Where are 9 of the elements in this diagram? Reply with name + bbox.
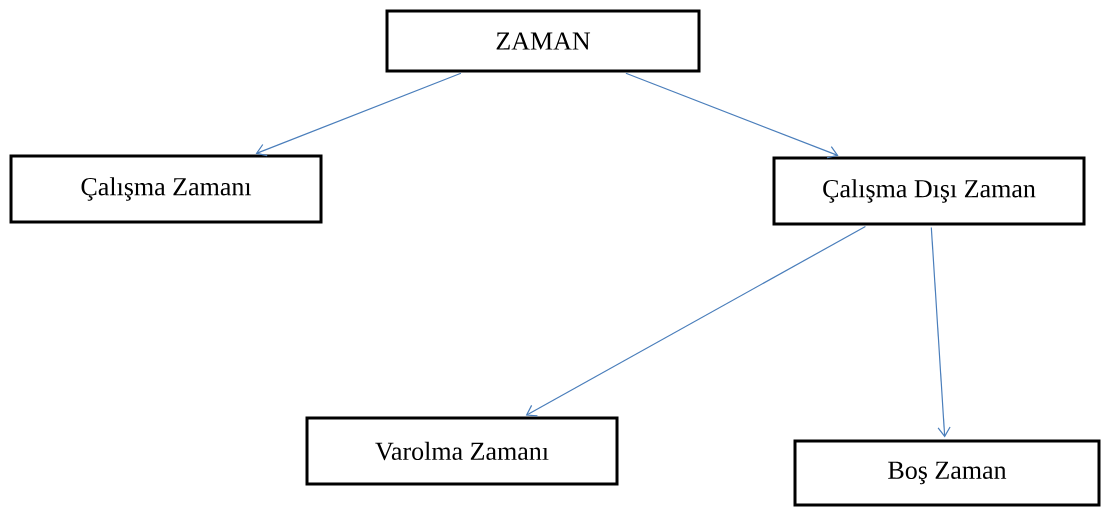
text-box: Çalışma Dışı Zaman	[772, 156, 1086, 226]
arrow	[930, 226, 951, 438]
text-box: Boş Zaman	[793, 439, 1101, 507]
text-box: Çalışma Zamanı	[9, 154, 323, 224]
arrow	[255, 72, 462, 157]
arrow	[625, 72, 839, 159]
arrow	[525, 225, 866, 417]
text-box: ZAMAN	[385, 9, 701, 73]
text-box: Varolma Zamanı	[305, 416, 619, 486]
